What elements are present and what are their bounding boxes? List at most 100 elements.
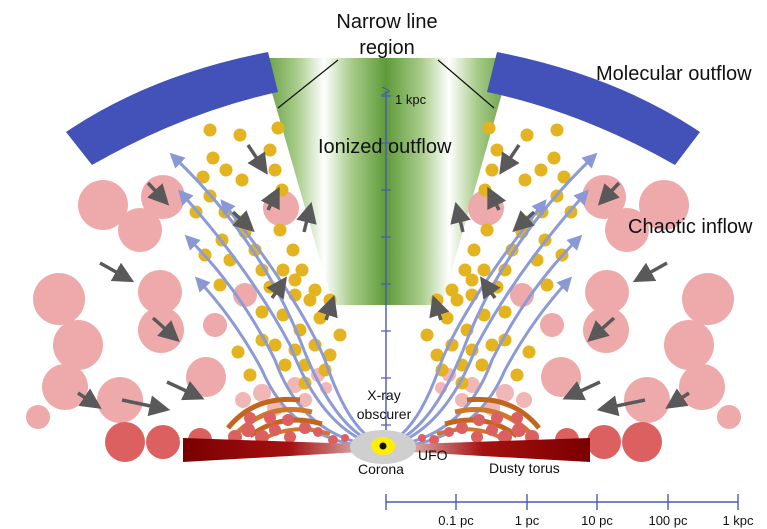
grain-left-3 <box>196 170 210 184</box>
gray-arrow-left-3 <box>77 388 102 409</box>
grain-left-5 <box>235 173 249 187</box>
grain-right-4 <box>534 163 548 177</box>
nlr-pointer-left <box>277 59 339 109</box>
torus-cloud-right-7 <box>471 431 483 443</box>
dusty-torus <box>183 438 590 462</box>
gray-arrow-right-6 <box>512 210 536 233</box>
nlr-pointer-right <box>437 59 495 109</box>
gray-arrow-left-10 <box>266 276 287 300</box>
cold-cloud-right-3 <box>682 273 734 325</box>
cold-cloud-left-1 <box>118 208 162 252</box>
grain-left-36 <box>231 345 245 359</box>
warped-disk-left-arc-1 <box>226 396 301 430</box>
ufo-streamline-left-3 <box>194 276 363 448</box>
base-cloud-left-1 <box>253 384 271 402</box>
grain-left-30 <box>278 358 292 372</box>
grain-right-38 <box>510 368 524 382</box>
ufo-streamline-left-0 <box>169 152 369 442</box>
grain-right-43 <box>445 283 459 297</box>
torus-cloud-left-0 <box>105 422 145 462</box>
gray-arrow-right-7 <box>487 186 507 211</box>
gray-arrow-right-9 <box>450 201 471 233</box>
grain-left-42 <box>268 338 282 352</box>
gray-arrow-left-2 <box>151 316 180 343</box>
grain-right-27 <box>440 311 454 325</box>
grain-right-1 <box>520 128 534 142</box>
ufo-label: UFO <box>418 447 448 463</box>
grain-right-30 <box>475 358 489 372</box>
torus-cloud-left-5 <box>255 430 269 444</box>
gray-arrow-left-0 <box>146 181 170 206</box>
grain-left-2 <box>206 151 220 165</box>
gray-arrow-right-3 <box>665 388 690 409</box>
grain-left-35 <box>333 328 347 342</box>
molecular-outflow-left-arc <box>66 52 278 165</box>
gray-arrow-right-2 <box>587 316 616 343</box>
grain-left-27 <box>313 311 327 325</box>
torus-cloud-left-4 <box>241 423 255 437</box>
grain-left-15 <box>263 143 277 157</box>
grain-left-19 <box>286 243 300 257</box>
ufo-streamline-right-1 <box>400 189 589 444</box>
grain-left-45 <box>323 293 337 307</box>
cold-cloud-right-5 <box>585 270 629 314</box>
dusty-torus-clouds <box>105 412 662 462</box>
grain-right-16 <box>485 163 499 177</box>
torus-cloud-left-8 <box>244 412 256 424</box>
gray-arrow-left-9 <box>296 201 317 233</box>
grain-right-42 <box>485 338 499 352</box>
grain-right-3 <box>557 170 571 184</box>
torus-cloud-right-14 <box>418 434 426 442</box>
torus-cloud-right-6 <box>486 424 498 436</box>
xray-obscurer-label-line1: X-ray <box>367 387 400 403</box>
grain-right-45 <box>430 293 444 307</box>
grain-left-14 <box>271 121 285 135</box>
ionization-cone-right <box>386 58 512 305</box>
cold-cloud-right-1 <box>605 208 649 252</box>
grain-right-36 <box>522 345 536 359</box>
grain-right-41 <box>498 305 512 319</box>
grain-left-18 <box>273 223 287 237</box>
dusty-torus-left-wedge <box>183 438 360 462</box>
ufo-streamline-right-4 <box>396 199 547 440</box>
grain-right-18 <box>480 223 494 237</box>
ionized-outflow-label: Ionized outflow <box>318 136 452 158</box>
gray-arrow-right-11 <box>429 295 450 321</box>
ionization-cone-left <box>262 58 386 305</box>
cold-cloud-right-6 <box>583 307 629 353</box>
gray-arrow-right-5 <box>562 380 601 401</box>
narrow-line-region-label-line1: Narrow line <box>336 11 437 33</box>
grain-left-16 <box>268 163 282 177</box>
vertical-scale-ticks <box>381 95 391 426</box>
molecular-outflow-label: Molecular outflow <box>596 63 752 85</box>
grain-right-2 <box>547 151 561 165</box>
grain-left-17 <box>275 183 289 197</box>
grain-left-24 <box>303 293 317 307</box>
inflow-arrows <box>77 144 690 417</box>
central-engine <box>350 430 416 464</box>
base-cloud-left-4 <box>298 393 312 407</box>
grain-left-44 <box>288 273 302 287</box>
gray-arrow-left-1 <box>99 261 135 283</box>
gray-arrow-left-11 <box>317 295 338 321</box>
vertical-scale-label: 1 kpc <box>395 92 427 107</box>
gray-arrow-right-1 <box>632 261 668 283</box>
dusty-torus-right-wedge <box>412 438 590 462</box>
torus-cloud-left-9 <box>264 412 276 424</box>
dusty-torus-label: Dusty torus <box>489 460 560 476</box>
cold-cloud-left-7 <box>42 364 88 410</box>
torus-cloud-left-6 <box>269 424 281 436</box>
xray-obscurer-label-line2: obscurer <box>357 406 412 422</box>
torus-cloud-right-12 <box>444 427 454 437</box>
cold-cloud-left-8 <box>97 377 143 423</box>
corona-label: Corona <box>358 461 404 477</box>
torus-cloud-left-14 <box>341 434 349 442</box>
grain-right-19 <box>467 243 481 257</box>
vertical-scale: 1 kpc <box>381 91 427 430</box>
grain-right-35 <box>420 328 434 342</box>
grain-right-34 <box>430 348 444 362</box>
ufo-streamline-right-2 <box>402 234 583 446</box>
molecular-outflow-right-arc <box>487 52 700 165</box>
grain-left-41 <box>255 305 269 319</box>
